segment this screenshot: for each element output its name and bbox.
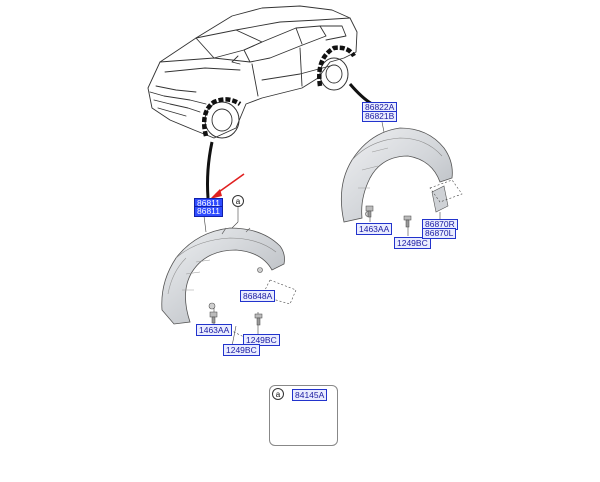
label-rear-guard-lower[interactable]: 86821B	[362, 111, 398, 122]
rear-leader-line	[348, 83, 373, 106]
label-front-bolt[interactable]: 1463AA	[196, 324, 233, 336]
label-rear-mudguard-l[interactable]: 86870L	[422, 228, 457, 239]
label-front-guard-lower[interactable]: 86811	[194, 206, 224, 217]
callout-a-main: a	[232, 195, 244, 207]
rear-mudguard-shape	[429, 179, 463, 213]
vehicle-outline	[147, 5, 358, 139]
rear-arch-highlight	[317, 45, 356, 87]
rear-bolt-shape	[365, 205, 374, 218]
label-rear-screw[interactable]: 1249BC	[394, 237, 431, 249]
front-leader-line	[206, 141, 214, 199]
callout-a-inset: a	[272, 388, 284, 400]
label-front-screw-b[interactable]: 1249BC	[223, 344, 260, 356]
front-wheel-guard	[161, 227, 285, 325]
rear-screw-shape	[403, 215, 412, 228]
front-bolt-shape	[209, 311, 218, 324]
label-detail-part[interactable]: 84145A	[292, 389, 328, 401]
rear-wheel-guard	[340, 127, 453, 223]
front-arch-highlight	[202, 97, 242, 137]
pointer-arrow	[210, 173, 245, 199]
label-rear-bolt[interactable]: 1463AA	[356, 223, 393, 235]
label-front-screw-a[interactable]: 1249BC	[243, 334, 280, 346]
front-screw-shape	[254, 313, 263, 326]
label-front-clip[interactable]: 86848A	[240, 290, 276, 302]
